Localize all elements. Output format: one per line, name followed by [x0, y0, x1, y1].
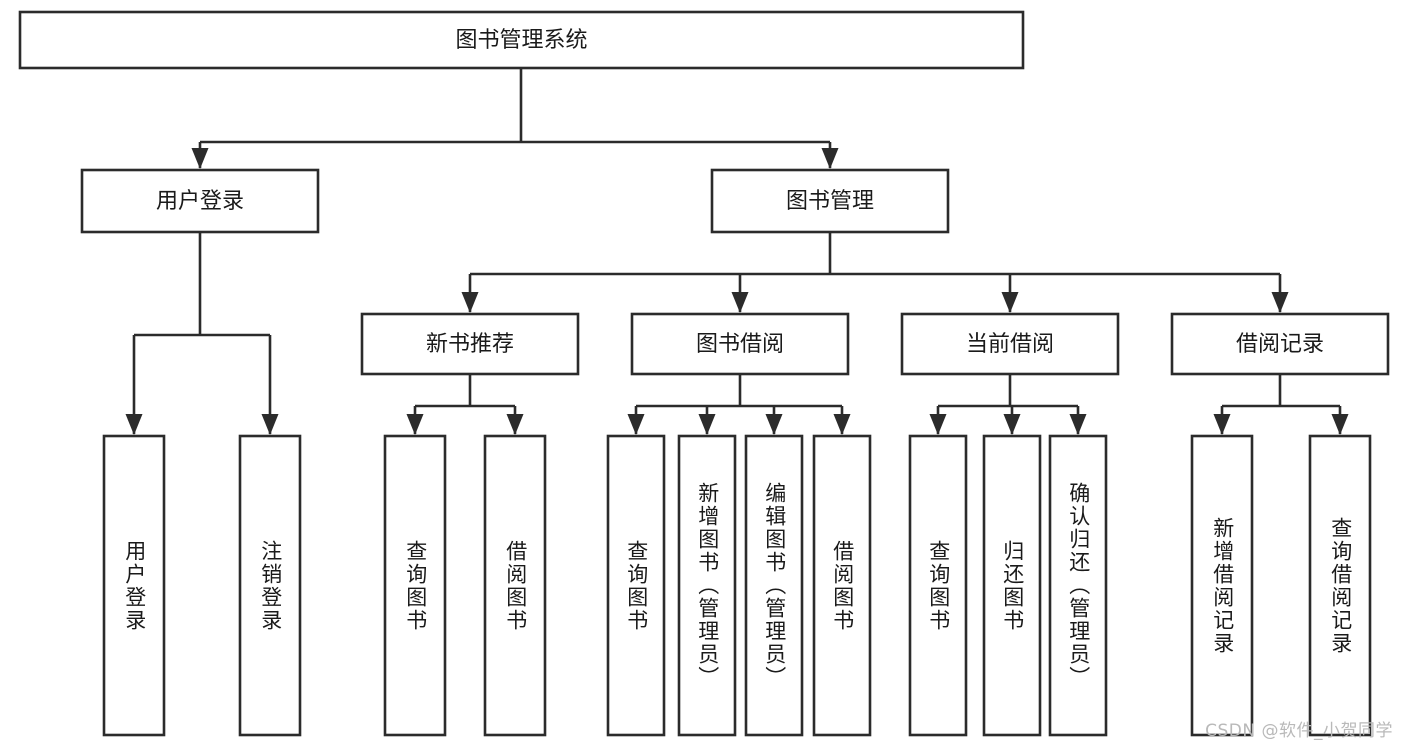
connector-arrow-login — [191, 142, 209, 169]
connector-arrow-leaf-borrow-lend — [833, 406, 851, 435]
node-label-root: 图书管理系统 — [455, 28, 587, 53]
node-label-current: 当前借阅 — [966, 332, 1054, 357]
node-box-leaf-current-return[interactable] — [982, 434, 1042, 737]
connector-arrow-leaf-record-add — [1213, 406, 1231, 435]
connector-arrow-leaf-borrow-add — [698, 406, 716, 435]
node-box-newbook[interactable] — [360, 312, 580, 376]
node-label-record: 借阅记录 — [1236, 332, 1324, 357]
node-label-borrow: 图书借阅 — [696, 332, 784, 357]
node-box-leaf-borrow-query[interactable] — [606, 434, 666, 737]
node-box-login[interactable] — [80, 168, 320, 234]
connector-bus-bookmgmt — [470, 232, 1280, 276]
node-box-leaf-borrow-edit[interactable] — [744, 434, 804, 737]
connector-arrow-leaf-record-query — [1331, 406, 1349, 435]
connector-arrow-leaf-current-query — [929, 406, 947, 435]
node-label-bookmgmt: 图书管理 — [786, 189, 874, 214]
connector-arrow-leaf-current-confirm — [1069, 406, 1087, 435]
connector-arrow-borrow — [731, 274, 749, 313]
boxes-layer — [18, 10, 1390, 737]
node-box-leaf-current-query[interactable] — [908, 434, 968, 737]
node-box-leaf-record-add[interactable] — [1190, 434, 1254, 737]
node-box-leaf-borrow-lend[interactable] — [812, 434, 872, 737]
connector-bus-current — [938, 374, 1078, 408]
node-box-leaf-newbook-query[interactable] — [383, 434, 447, 737]
connector-bus-record — [1222, 374, 1340, 408]
node-box-leaf-user-login[interactable] — [102, 434, 166, 737]
connector-arrow-newbook — [461, 274, 479, 313]
node-box-leaf-user-logout[interactable] — [238, 434, 302, 737]
node-label-newbook: 新书推荐 — [426, 332, 514, 357]
connector-arrow-record — [1271, 274, 1289, 313]
node-label-login: 用户登录 — [156, 189, 244, 214]
connector-arrow-leaf-borrow-query — [627, 406, 645, 435]
node-box-leaf-record-query[interactable] — [1308, 434, 1372, 737]
node-box-root[interactable] — [18, 10, 1025, 70]
connector-arrow-leaf-borrow-edit — [765, 406, 783, 435]
connector-arrow-current — [1001, 274, 1019, 313]
connector-arrow-leaf-user-logout — [261, 335, 279, 435]
node-box-borrow[interactable] — [630, 312, 850, 376]
connector-arrow-leaf-newbook-query — [406, 406, 424, 435]
connector-arrow-leaf-user-login — [125, 335, 143, 435]
connector-arrow-leaf-newbook-borrow — [506, 406, 524, 435]
node-box-leaf-current-confirm[interactable] — [1048, 434, 1108, 737]
connector-arrow-bookmgmt — [821, 142, 839, 169]
node-box-leaf-borrow-add[interactable] — [677, 434, 737, 737]
node-box-record[interactable] — [1170, 312, 1390, 376]
connector-bus-newbook — [415, 374, 515, 408]
connector-bus-borrow — [636, 374, 842, 408]
watermark-text: CSDN @软件_小贺同学 — [1205, 721, 1393, 741]
node-box-current[interactable] — [900, 312, 1120, 376]
node-box-leaf-newbook-borrow[interactable] — [483, 434, 547, 737]
connector-arrow-leaf-current-return — [1003, 406, 1021, 435]
connector-bus-root — [200, 68, 830, 144]
connector-bus-login — [134, 232, 270, 337]
connectors-layer — [125, 68, 1349, 435]
node-box-bookmgmt[interactable] — [710, 168, 950, 234]
